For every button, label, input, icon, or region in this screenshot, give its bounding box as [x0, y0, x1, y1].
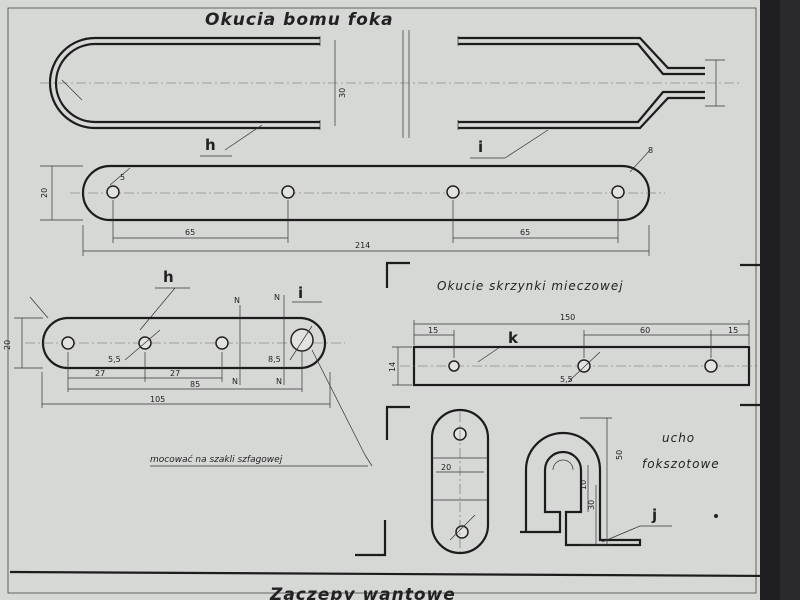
label-n-left-top: N: [234, 296, 240, 305]
note-ucho: ucho: [662, 431, 695, 445]
technical-drawing: Okucia bomu foka 30 h i: [3, 7, 776, 600]
label-k: k: [477, 329, 532, 363]
box-fitting-k: [392, 320, 760, 387]
dim-strip-hole: 5: [120, 173, 125, 182]
dim-k-height: 14: [388, 362, 397, 372]
svg-text:i: i: [298, 284, 303, 302]
label-h-top: h: [200, 124, 263, 157]
frame-border: [7, 7, 757, 594]
label-i-top: i: [470, 129, 549, 159]
dim-h-height: 20: [3, 340, 12, 350]
svg-text:k: k: [508, 329, 519, 347]
svg-text:h: h: [205, 136, 216, 154]
ink-dot: [714, 514, 718, 518]
dim-j-inner: 10: [579, 480, 588, 490]
dim-u-height: 30: [338, 88, 347, 98]
svg-text:j: j: [651, 506, 657, 524]
note-fokszotowe: fokszotowe: [642, 457, 720, 471]
svg-text:h: h: [163, 268, 174, 286]
dim-h-spacing-2: 27: [170, 369, 180, 378]
drawing-sheet: Okucia bomu foka 30 h i: [0, 0, 780, 600]
label-n-left-bottom: N: [232, 377, 238, 386]
label-h-lower: h: [139, 268, 190, 331]
jib-eye-fitting: [520, 417, 642, 547]
main-title: Okucia bomu foka: [205, 10, 394, 30]
label-j: j: [601, 506, 672, 543]
bracket-middle: [385, 405, 410, 440]
dim-k-mid: 60: [640, 326, 650, 335]
dim-strip-height: 20: [40, 188, 49, 198]
dim-h-big-hole: 8,5: [268, 355, 281, 364]
dim-h-spacing-1: 27: [95, 369, 105, 378]
box-fitting-title: Okucie skrzynki mieczowej: [437, 279, 624, 293]
h-fitting: [14, 295, 366, 456]
label-n-right-top: N: [274, 293, 280, 302]
dim-strip-length: 214: [355, 241, 370, 250]
dim-strip-spacing-1: 65: [185, 228, 195, 237]
dim-h-span: 85: [190, 380, 200, 389]
label-i-lower: i: [292, 284, 322, 303]
dim-k-hole: 5,5: [560, 375, 573, 384]
dim-h-length: 105: [150, 395, 165, 404]
dim-k-length: 150: [560, 313, 575, 322]
dim-k-right: 15: [728, 326, 738, 335]
dim-j-lower: 30: [587, 500, 596, 510]
label-n-right-bottom: N: [276, 377, 282, 386]
bottom-divider: [9, 570, 776, 578]
bracket-top: [385, 261, 410, 288]
shackle-plate: [430, 408, 490, 555]
mount-note: mocować na szakli szfagowej: [150, 454, 373, 467]
bracket-bottom: [355, 520, 387, 557]
dim-strip-spacing-2: 65: [520, 228, 530, 237]
bottom-title: Zaczepy wantowe: [269, 585, 456, 600]
svg-text:mocować na szakli szfagowej: mocować na szakli szfagowej: [150, 454, 283, 465]
dark-edge: [760, 0, 780, 600]
boom-fitting-u-shape: [40, 30, 740, 138]
dim-j-width: 20: [441, 463, 451, 472]
dim-h-hole: 5,5: [108, 355, 121, 364]
dim-k-left: 15: [428, 326, 438, 335]
dim-j-height: 50: [615, 450, 624, 460]
strip-fitting: [40, 149, 665, 256]
svg-text:i: i: [478, 138, 483, 156]
dim-strip-tip: 8: [648, 146, 653, 155]
